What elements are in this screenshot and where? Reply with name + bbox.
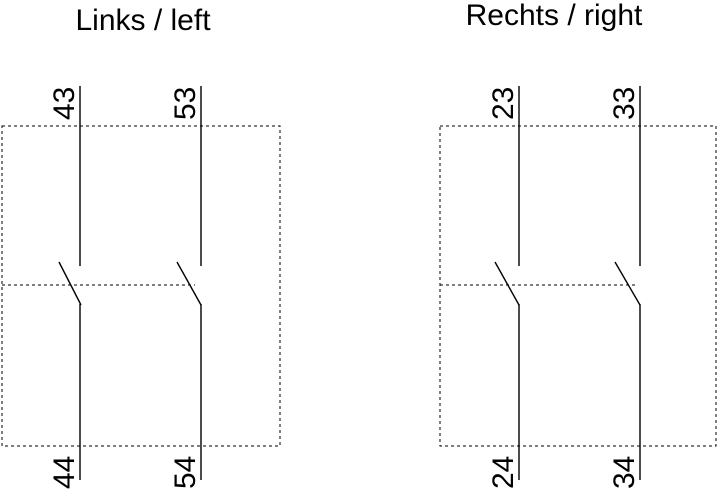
terminal-label-24: 24: [487, 456, 520, 489]
contact-43-44: 43 44: [48, 86, 82, 489]
contact-33-34: 33 34: [608, 86, 641, 489]
terminal-label-34: 34: [608, 456, 641, 489]
switch-blade: [494, 261, 520, 306]
contact-23-24: 23 24: [487, 86, 520, 489]
left-block-title: Links / left: [75, 4, 211, 37]
switch-blade: [614, 261, 641, 306]
right-block-outline: [439, 125, 717, 447]
switch-blade: [176, 261, 202, 306]
left-block-outline: [1, 125, 281, 447]
terminal-label-23: 23: [487, 87, 520, 120]
switch-blade: [58, 261, 82, 306]
terminal-label-33: 33: [608, 87, 641, 120]
terminal-label-54: 54: [169, 456, 202, 489]
terminal-label-44: 44: [48, 456, 81, 489]
left-block: Links / left 43 44 53 54: [1, 4, 281, 489]
contact-53-54: 53 54: [169, 86, 202, 489]
right-block: Rechts / right 23 24 33 34: [439, 0, 717, 489]
terminal-label-53: 53: [169, 87, 202, 120]
terminal-label-43: 43: [48, 87, 81, 120]
right-block-title: Rechts / right: [466, 0, 643, 32]
